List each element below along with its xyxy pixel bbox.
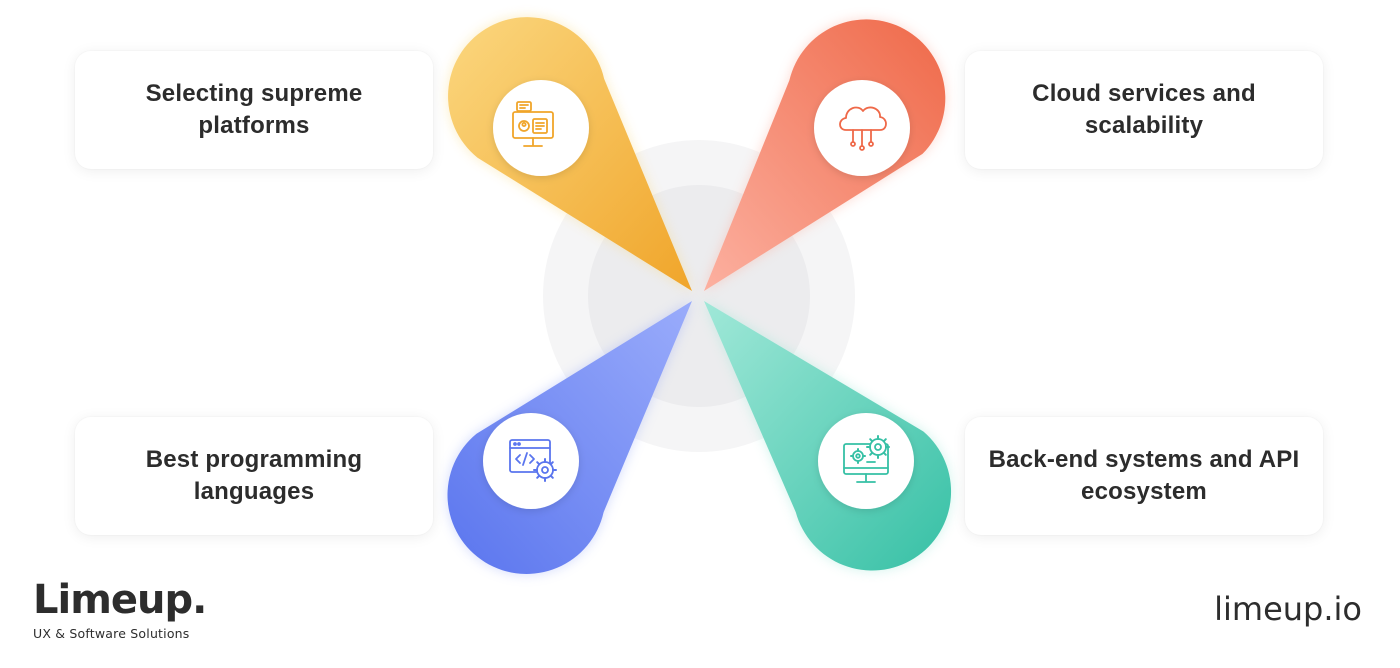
brand-logo: Limeup. UX & Software Solutions (33, 577, 207, 641)
card-label: Back-end systems and API ecosystem (988, 446, 1300, 505)
card-selecting-platforms: Selecting supreme platforms (75, 51, 433, 169)
petal-bottom-left (447, 301, 692, 574)
petal-bottom-right (704, 301, 952, 571)
card-backend-api: Back-end systems and API ecosystem (965, 417, 1323, 535)
site-url: limeup.io (1214, 590, 1362, 628)
petal-top-right (704, 19, 946, 292)
brand-tagline: UX & Software Solutions (33, 626, 190, 641)
card-label: Cloud services and scalability (1032, 80, 1256, 139)
card-label: Best programming languages (145, 446, 363, 505)
card-programming-languages: Best programming languages (75, 417, 433, 535)
card-label: Selecting supreme platforms (145, 80, 363, 139)
code-window-gear-icon (509, 439, 554, 479)
platform-screen-icon (512, 101, 554, 147)
gear-teeth-blue (533, 458, 557, 482)
brand-name: Limeup. (33, 577, 207, 623)
card-cloud-services: Cloud services and scalability (965, 51, 1323, 169)
cloud-network-icon (839, 106, 887, 151)
gear-teeth-teal (850, 435, 890, 464)
